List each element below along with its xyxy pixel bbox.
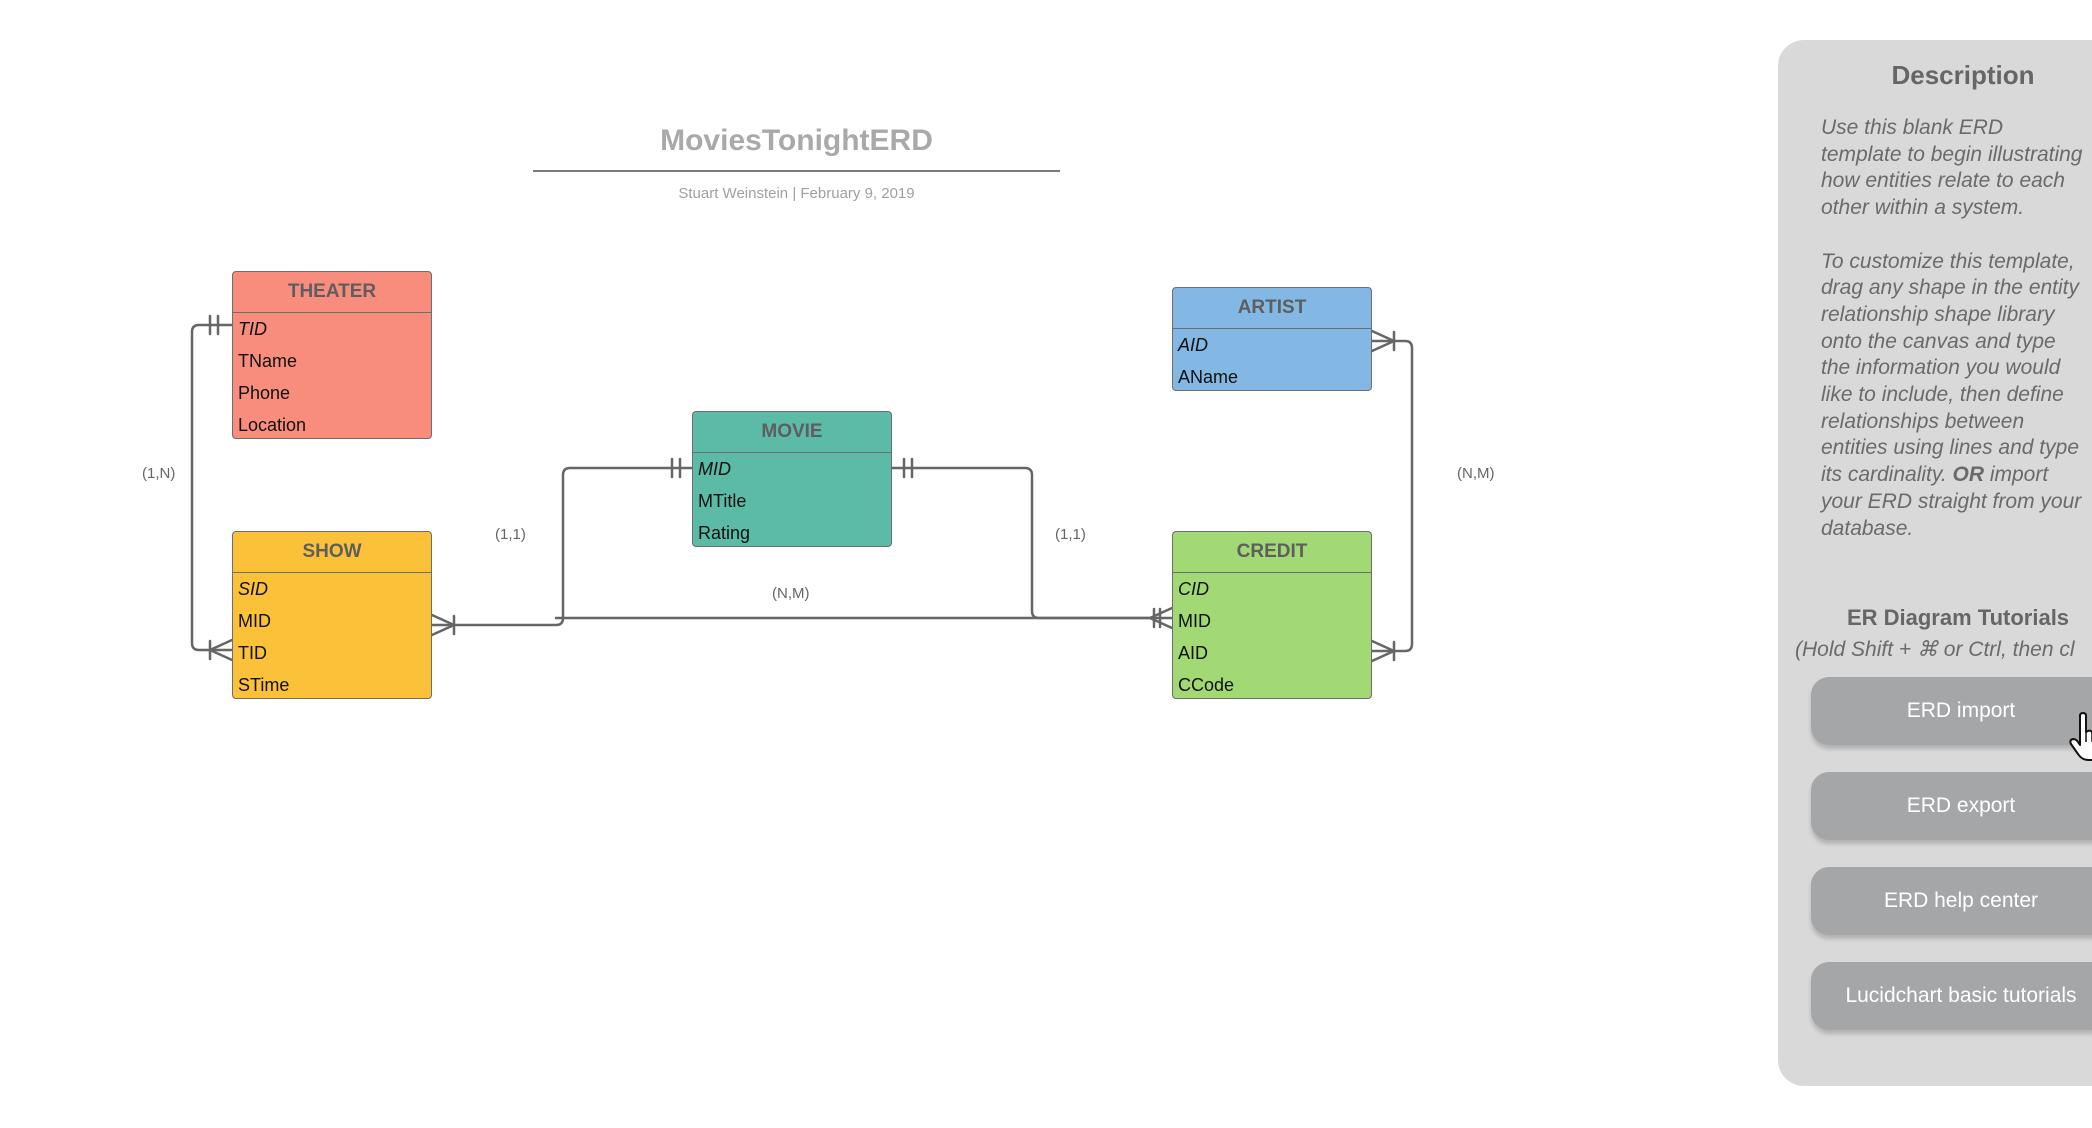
entity-name: MOVIE: [693, 412, 891, 453]
cardinality-theater-show: (1,N): [142, 465, 176, 482]
line-artist-credit: [1370, 339, 1414, 653]
tutorials-title: ER Diagram Tutorials: [1846, 605, 2070, 630]
entity-name: CREDIT: [1173, 532, 1371, 573]
erd-export-button[interactable]: ERD export: [1811, 772, 2092, 840]
attribute-stime: STime: [238, 675, 290, 695]
panel-title: Description: [1891, 60, 2035, 90]
entity-theater[interactable]: THEATER TID TName Phone Location: [232, 271, 432, 439]
marker-credit-right-many: [1370, 639, 1396, 663]
attribute-sid: SID: [238, 579, 269, 599]
attribute-rating: Rating: [698, 523, 751, 543]
marker-show-right-many: [430, 613, 456, 637]
attribute-mid: MID: [1178, 611, 1211, 631]
attribute-phone: Phone: [238, 383, 291, 403]
attribute-tname: TName: [238, 351, 298, 371]
cardinality-artist-credit: (N,M): [1457, 465, 1495, 482]
attribute-aid: AID: [1178, 643, 1209, 663]
entity-artist[interactable]: ARTIST AID AName: [1172, 287, 1372, 391]
line-movie-credit: [890, 466, 1174, 620]
entity-name: ARTIST: [1173, 288, 1371, 329]
attribute-aname: AName: [1178, 367, 1239, 387]
cardinality-show-credit: (N,M): [772, 585, 810, 602]
lucidchart-basic-tutorials-button[interactable]: Lucidchart basic tutorials: [1811, 962, 2092, 1030]
attribute-mtitle: MTitle: [698, 491, 747, 511]
attribute-cid: CID: [1178, 579, 1209, 599]
attribute-aid: AID: [1178, 335, 1209, 355]
description-paragraph-1: Use this blank ERD template to begin ill…: [1821, 116, 2083, 220]
erd-help-center-button[interactable]: ERD help center: [1811, 867, 2092, 935]
attribute-location: Location: [238, 415, 307, 435]
description-panel: Description Use this blank ERD template …: [1778, 40, 2092, 1086]
erd-import-button[interactable]: ERD import: [1811, 677, 2092, 745]
hand-cursor-icon: [2069, 712, 2092, 761]
cardinality-movie-credit: (1,1): [1055, 526, 1086, 543]
marker-theater-one-one: [208, 314, 220, 336]
attribute-mid: MID: [238, 611, 271, 631]
title-divider: [533, 170, 1060, 172]
marker-movie-right-one-one: [902, 457, 914, 479]
entity-movie[interactable]: MOVIE MID MTitle Rating: [692, 411, 892, 547]
entity-name: THEATER: [233, 272, 431, 313]
attribute-mid: MID: [698, 459, 731, 479]
diagram-subtitle: Stuart Weinstein | February 9, 2019: [678, 185, 915, 202]
entity-name: SHOW: [233, 532, 431, 573]
diagram-title: MoviesTonightERD: [660, 124, 933, 157]
tutorials-hint: (Hold Shift + ⌘ or Ctrl, then cl: [1795, 638, 2075, 661]
marker-show-many: [208, 638, 234, 662]
attribute-ccode: CCode: [1178, 675, 1235, 695]
marker-movie-left-one-one: [670, 457, 682, 479]
line-theater-show: [190, 323, 234, 652]
marker-artist-many: [1370, 329, 1396, 353]
entity-credit[interactable]: CREDIT CID MID AID CCode: [1172, 531, 1372, 699]
attribute-tid: TID: [238, 643, 267, 663]
entity-show[interactable]: SHOW SID MID TID STime: [232, 531, 432, 699]
attribute-tid: TID: [238, 319, 267, 339]
panel-description: Use this blank ERD template to begin ill…: [1821, 115, 2092, 542]
cardinality-movie-show: (1,1): [495, 526, 526, 543]
line-movie-show: [430, 466, 694, 627]
marker-credit-left-one-many: [1148, 606, 1174, 630]
description-paragraph-2: To customize this template, drag any sha…: [1821, 249, 2082, 540]
